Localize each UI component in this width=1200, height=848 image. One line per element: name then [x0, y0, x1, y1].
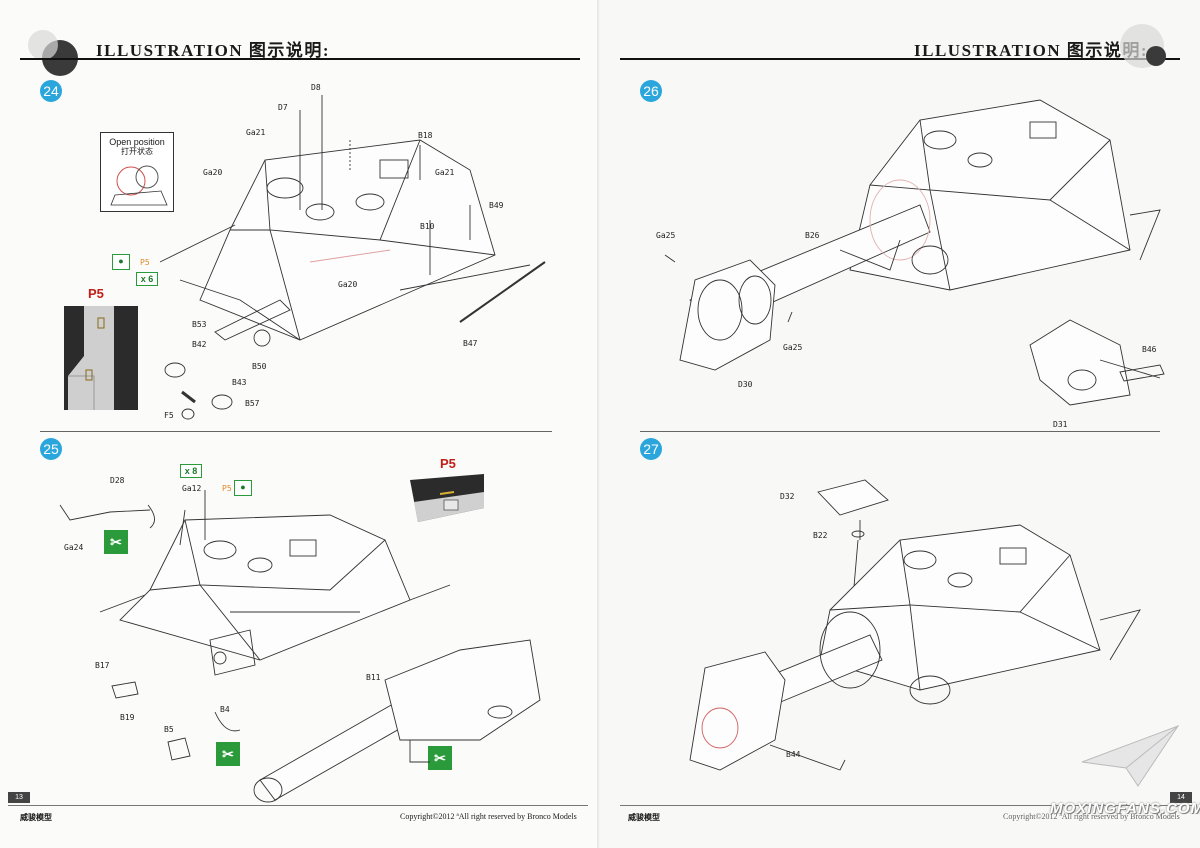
page-title-right: ILLUSTRATION 图示说明: [914, 41, 1149, 60]
label-b49: B49 [489, 201, 504, 210]
label-d28: D28 [110, 476, 125, 485]
hatch-open-drawing [110, 165, 168, 206]
label-d8: D8 [311, 83, 321, 92]
open-position-inset: Open position 打开状态 [100, 132, 174, 212]
label-ga20b: Ga20 [338, 280, 358, 289]
footer-brand-right: 威骏模型 [628, 813, 660, 822]
cut-icon-3: ✂ [428, 746, 452, 770]
label-b44: B44 [786, 750, 801, 759]
label-b57: B57 [245, 399, 260, 408]
label-b19: B19 [120, 713, 135, 722]
label-ga25b: Ga25 [783, 343, 803, 352]
page-13: ILLUSTRATION 图示说明: 24 Open position 打开状态… [8, 30, 588, 822]
step-24-badge: 24 [40, 80, 62, 102]
header-decor-right [1120, 22, 1200, 82]
label-ga21b: Ga21 [435, 168, 455, 177]
label-b22: B22 [813, 531, 828, 540]
label-d32: D32 [780, 492, 795, 501]
label-b17: B17 [95, 661, 110, 670]
label-b11: B11 [366, 673, 381, 682]
page-number-left: 13 [8, 792, 30, 803]
paint-icon-25: ● [234, 480, 252, 496]
turret-drawing-25 [59, 490, 541, 803]
footer-rule-right [620, 805, 1192, 806]
label-f5: F5 [164, 411, 174, 420]
footer-copyright-left: Copyright©2012 ªAll right reserved by Br… [400, 812, 577, 821]
label-b4: B4 [220, 705, 230, 714]
turret-drawing-24 [159, 95, 546, 420]
label-d7: D7 [278, 103, 288, 112]
glue-count-24: x 6 [136, 272, 158, 286]
footer-rule-left [8, 805, 588, 806]
glue-count-25: x 8 [180, 464, 202, 478]
open-position-cn: 打开状态 [121, 147, 153, 156]
step-27-badge: 27 [640, 438, 662, 460]
page-title: ILLUSTRATION 图示说明: [96, 41, 331, 60]
detail-p5-drawing-25 [410, 474, 484, 522]
page-number-right: 14 [1170, 792, 1192, 803]
label-b10: B10 [420, 222, 435, 231]
turret-drawing-26 [664, 99, 1165, 406]
open-position-en: Open position [109, 137, 165, 147]
step-divider-right [640, 431, 1160, 432]
paint-icon-24: ● [112, 254, 130, 270]
label-b5: B5 [164, 725, 174, 734]
step-25-badge: 25 [40, 438, 62, 460]
page-14: ILLUSTRATION 图示说明: 26 [600, 0, 1200, 848]
cut-icon-2: ✂ [216, 742, 240, 766]
label-b42: B42 [192, 340, 207, 349]
label-b50: B50 [252, 362, 267, 371]
label-d30: D30 [738, 380, 753, 389]
paint-p5-label-24: P5 [140, 258, 150, 267]
label-b18: B18 [418, 131, 433, 140]
label-ga21a: Ga21 [246, 128, 266, 137]
watermark-logo [1081, 724, 1180, 787]
site-watermark: MOXINGFANS.COM [1050, 800, 1200, 817]
footer-brand-left: 威骏模型 [20, 813, 52, 822]
step-divider-left [40, 431, 552, 432]
turret-drawing-27 [689, 479, 1141, 771]
label-b53: B53 [192, 320, 207, 329]
label-b43: B43 [232, 378, 247, 387]
label-ga20a: Ga20 [203, 168, 223, 177]
header-rule-right [620, 58, 1180, 60]
paint-p5-label-25: P5 [222, 484, 232, 493]
detail-p5-label-25: P5 [440, 456, 456, 471]
label-b46: B46 [1142, 345, 1157, 354]
detail-p5-label-24: P5 [88, 286, 104, 301]
header-rule [20, 58, 580, 60]
label-d31: D31 [1053, 420, 1068, 429]
step-26-badge: 26 [640, 80, 662, 102]
label-ga12: Ga12 [182, 484, 202, 493]
label-ga25a: Ga25 [656, 231, 676, 240]
footer-copyright-right: Copyright©2012 ªAll right reserved by Br… [1003, 812, 1180, 821]
detail-p5-photo-24 [64, 306, 138, 410]
cut-icon-1: ✂ [104, 530, 128, 554]
label-b47: B47 [463, 339, 478, 348]
label-ga24: Ga24 [64, 543, 84, 552]
label-b26: B26 [805, 231, 820, 240]
